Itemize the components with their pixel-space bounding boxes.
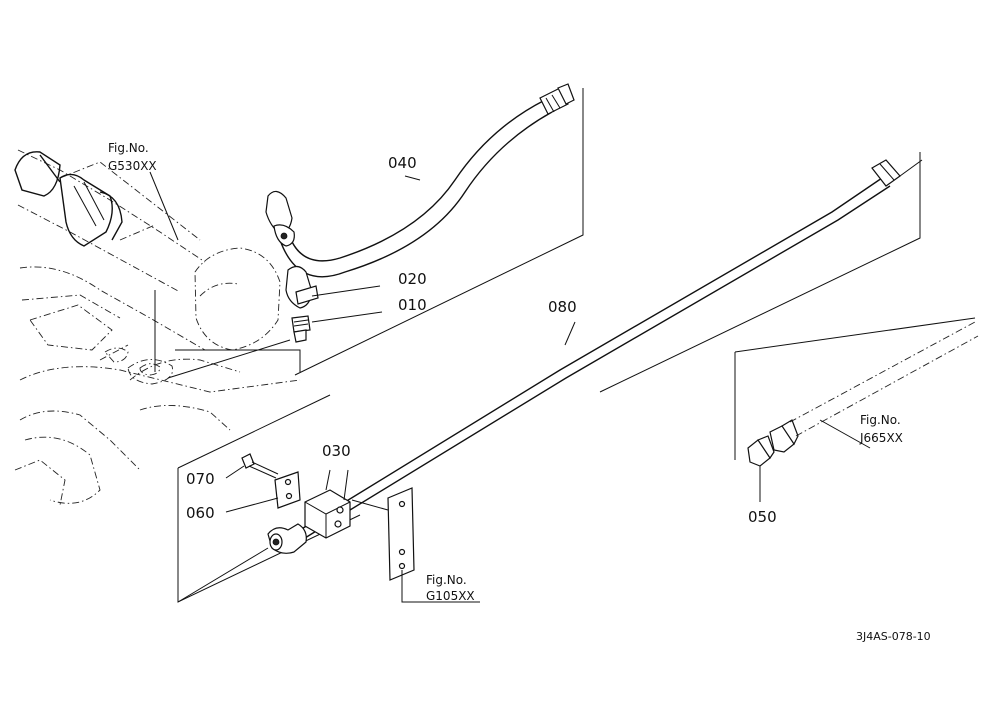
elbow-020: [285, 265, 381, 309]
fig-label-g530: Fig.No.: [108, 141, 149, 155]
fitting-050: [747, 419, 799, 502]
part-080-label: 080: [548, 298, 577, 316]
clamp-030: [304, 469, 351, 539]
fig-code-g530: G530XX: [108, 159, 157, 173]
part-040-label: 040: [388, 154, 417, 172]
fig-code-g105: G105XX: [426, 589, 475, 603]
part-070-label: 070: [186, 470, 215, 488]
plate-060: [225, 471, 301, 513]
part-030-label: 030: [322, 442, 351, 460]
plate-g105: [351, 487, 480, 603]
fig-code-j665: J665XX: [859, 431, 903, 445]
g530-leader: [149, 171, 179, 241]
fig-label-j665: Fig.No.: [860, 413, 901, 427]
bushing: [177, 523, 307, 603]
part-050-label: 050: [748, 508, 777, 526]
hose-040: [265, 83, 575, 278]
tractor-body-outline: [14, 149, 301, 506]
pipe-080: [299, 159, 923, 539]
cylinder-rod-end: [14, 151, 123, 247]
part-010-label: 010: [398, 296, 427, 314]
p040-leader: [404, 175, 421, 181]
drawing-code: 3J4AS-078-10: [856, 630, 931, 643]
part-020-label: 020: [398, 270, 427, 288]
bolt-070: [225, 453, 279, 479]
pipe-j665: [789, 321, 979, 449]
part-060-label: 060: [186, 504, 215, 522]
fig-label-g105: Fig.No.: [426, 573, 467, 587]
adapter-010: [291, 311, 383, 343]
